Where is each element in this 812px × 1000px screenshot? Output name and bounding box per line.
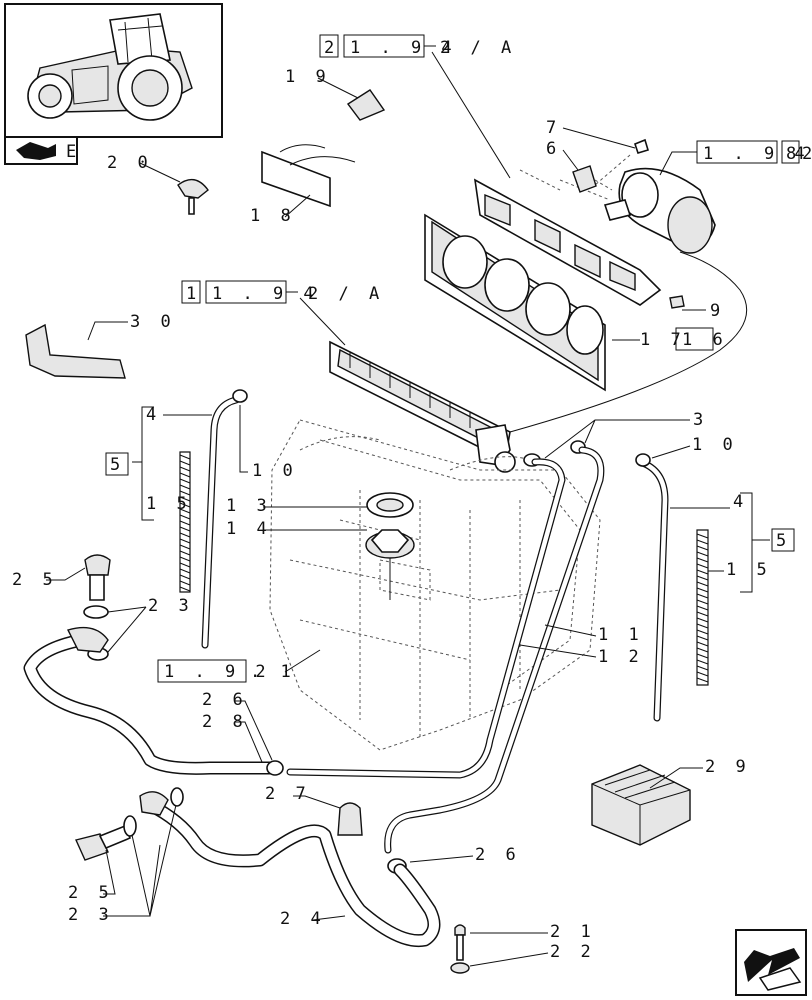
callout-bracket-left: 4 5 1 5 1 0 (105, 405, 298, 521)
callout-label: 2 4 (280, 909, 326, 929)
callout-label: 2 3 (148, 596, 194, 616)
ref-box-group-1-194: 1 1 . 9 4 2 / A (181, 280, 384, 346)
ref-box-group-192: 1 . 9 2 . 1 (157, 649, 321, 683)
callout-label: 2 0 (107, 153, 153, 173)
ref-box-194-c: 1 . 9 4 (703, 144, 810, 164)
callout-label: 2 9 (705, 757, 751, 777)
hose-4-left (201, 389, 248, 649)
screw-7: 7 (546, 118, 649, 186)
callout-label: 1 8 (250, 206, 296, 226)
hose-24: 2 4 (139, 791, 441, 948)
callout-label: 1 5 (146, 494, 192, 514)
banjo-bolt-25-lower: 2 5 (68, 824, 132, 903)
ref-box-5-right: 5 (776, 531, 791, 551)
callout-label: 2 5 (12, 570, 58, 590)
hose-4-right: 1 0 (635, 435, 738, 722)
ref-box-group-2-194: 2 1 . 9 4 2 / A (319, 34, 516, 179)
spring-15-right (696, 529, 709, 686)
next-page-arrow-icon[interactable] (735, 929, 807, 996)
callout-label: 2 7 (265, 784, 311, 804)
screw-21: 2 1 (454, 922, 596, 961)
bracket-30: 3 0 (25, 312, 176, 379)
bracket-19: 1 9 (285, 67, 386, 121)
ref-box-194-b: 1 . 9 4 (212, 284, 319, 304)
clamp-26-lower: 2 6 (387, 845, 521, 874)
ref-box-5-left: 5 (110, 455, 125, 475)
callout-17-16: 1 7 1 6 (612, 327, 728, 351)
callout-e: E (66, 142, 76, 162)
callout-label: 1 0 (692, 435, 738, 455)
callout-label: 9 (710, 301, 725, 321)
callout-label: 2 1 (550, 922, 596, 942)
callout-label: 2 3 (68, 905, 114, 925)
banjo-bolt-25-upper: 2 5 (12, 554, 111, 601)
callout-label: 1 0 (252, 461, 298, 481)
ref-box-194-a: 1 . 9 4 (350, 38, 457, 58)
callout-label: 1 7 (640, 330, 686, 350)
ref-box-8: 8 (786, 144, 796, 164)
ref-box-16: 1 6 (682, 330, 728, 350)
callout-label: 1 4 (226, 519, 272, 539)
clip-6: 6 (546, 139, 613, 193)
callout-label: 6 (546, 139, 561, 159)
nut-27: 2 7 (265, 784, 363, 836)
callout-label: 2 5 (68, 883, 114, 903)
clamp-3: 3 (523, 410, 708, 467)
callout-label: 3 0 (130, 312, 176, 332)
knob-20: 2 0 (107, 153, 209, 215)
cab-frame (269, 419, 601, 751)
callout-2a-top: 2 / A (440, 38, 516, 58)
callout-label: 2 6 (475, 845, 521, 865)
callout-bracket-right: 4 5 1 5 (670, 492, 795, 593)
callout-label: 1 2 (598, 647, 644, 667)
callout-2a-mid: 2 / A (308, 284, 384, 304)
callout-192-suffix: . 1 (250, 662, 296, 682)
book-icon[interactable]: E (4, 136, 78, 165)
callout-label: 2 8 (202, 712, 248, 732)
blower-motor (509, 167, 748, 433)
callout-label: 1 1 (598, 625, 644, 645)
callout-label: 1 3 (226, 496, 272, 516)
ref-box-192: 1 . 9 2 (164, 662, 271, 682)
ref-box-2: 2 (324, 38, 334, 58)
callout-label: 2 2 (550, 942, 596, 962)
tractor-thumbnail-icon[interactable] (4, 3, 223, 138)
spring-15-left (179, 451, 191, 593)
heat-exchanger (329, 340, 516, 473)
screw-9: 9 (669, 295, 725, 321)
cap-13: 1 3 (226, 492, 414, 518)
heater-housing (424, 169, 662, 392)
ref-box-group-194-8-2: 1 . 9 4 8 2 (659, 140, 812, 176)
callout-8-suffix: 2 (802, 144, 812, 164)
callout-label: 3 (693, 410, 708, 430)
callout-label: 1 9 (285, 67, 331, 87)
block-29: 2 9 (591, 757, 751, 846)
washer-23-lower: 2 3 (68, 787, 184, 925)
callout-label: 2 6 (202, 690, 248, 710)
fitting-14: 1 4 (226, 519, 415, 600)
ref-box-1: 1 (186, 284, 196, 304)
callout-label: 4 (733, 492, 748, 512)
callout-label: 7 (546, 118, 561, 138)
bracket-18: 1 8 (250, 144, 356, 226)
callout-label: 4 (146, 405, 161, 425)
tube-11-12: 1 1 1 2 (286, 446, 644, 854)
hose-28: 2 6 2 8 (23, 626, 284, 776)
washer-22: 2 2 (450, 942, 596, 974)
callout-label: 1 5 (726, 560, 772, 580)
